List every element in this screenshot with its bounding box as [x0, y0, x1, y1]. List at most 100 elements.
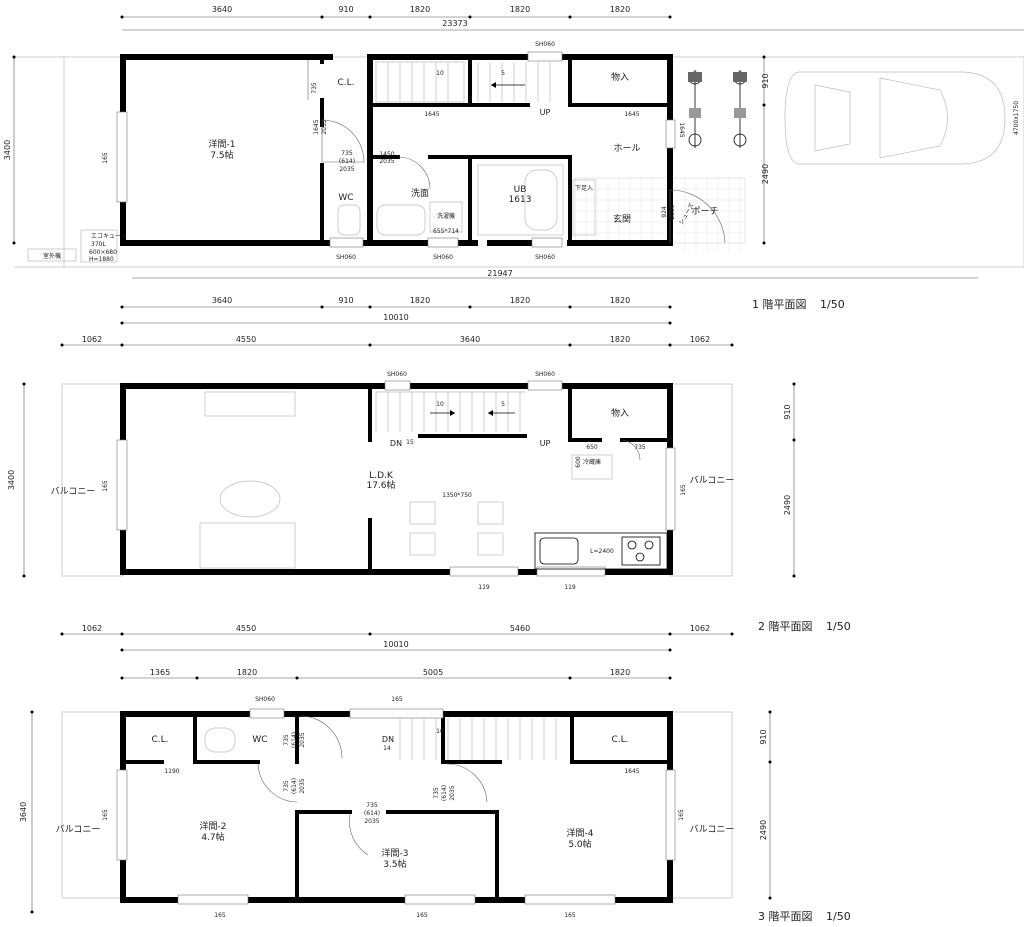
label-sh060-4: SH060 — [535, 254, 555, 261]
window-hall — [665, 119, 676, 149]
room-ldk: L.D.K — [369, 471, 394, 481]
label-2350: 2350 — [669, 204, 676, 219]
label-outdoor: 室外機 — [43, 252, 61, 260]
label-1645-monoire: 1645 — [624, 111, 639, 118]
car-size: 4700x1750 — [1013, 101, 1020, 135]
room-yoma4: 洋間-4 — [567, 827, 594, 839]
label2-sh060-2: SH060 — [535, 371, 555, 378]
bicycle-icon — [688, 70, 747, 148]
room-yoma3-size: 3.5帖 — [383, 858, 406, 870]
dim2-top-3: 3640 — [460, 335, 480, 344]
window2-b2 — [536, 566, 606, 577]
dim-left: 3400 — [3, 140, 12, 160]
outdoor-unit — [27, 248, 77, 262]
chair-2 — [409, 532, 436, 556]
floor-1: 3640 910 1820 1820 1820 23373 3400 — [3, 5, 1024, 325]
kitchen-counter — [534, 532, 668, 570]
dim-bottom-1: 3640 — [212, 296, 232, 305]
window-stair — [527, 51, 563, 62]
label-2035-v: 2035 — [321, 119, 328, 134]
room-yoma1-size: 7.5帖 — [210, 149, 233, 161]
label3-1190: 1190 — [164, 768, 179, 775]
tv-board — [204, 391, 296, 417]
dim3-top-2: 1820 — [237, 668, 257, 677]
stair-count-5: 5 — [501, 70, 505, 77]
floor3-title: 3 階平面図 — [758, 909, 813, 923]
label2-735: 735 — [634, 444, 646, 451]
floor3-scale: 1/50 — [826, 910, 851, 923]
window3-top — [349, 708, 444, 719]
door-genkan — [669, 189, 726, 244]
label-1645-h: 1645 — [678, 122, 685, 137]
label-2035-c: 2035 — [379, 158, 394, 165]
stairs-floor2: 10 5 15 — [375, 391, 525, 446]
balcony3-right — [669, 711, 733, 899]
ecocute-unit — [80, 229, 118, 263]
dim-bottom-3: 1820 — [410, 296, 430, 305]
room-yoma4-size: 5.0帖 — [568, 838, 591, 850]
label3-735-a: 735 — [283, 734, 290, 746]
label-1645-stair: 1645 — [424, 111, 439, 118]
label3-165-b1: 165 — [214, 912, 226, 919]
room3-cl-right: C.L. — [611, 735, 628, 745]
label-sh060-2: SH060 — [336, 254, 356, 261]
label3-614-d: (614) — [441, 785, 448, 801]
label3-165-r: 165 — [678, 809, 685, 821]
fridge-box — [571, 454, 613, 480]
room3-cl-left: C.L. — [151, 735, 168, 745]
room-genkan: 玄関 — [613, 213, 631, 225]
floor-3: 1365 1820 5005 1820 3640 10 14 — [19, 668, 851, 923]
label3-1645: 1645 — [624, 768, 639, 775]
dim2-right-2490: 2490 — [783, 495, 792, 515]
label-fridge: 冷蔵庫 — [583, 458, 601, 466]
dim-top-4: 1820 — [510, 5, 530, 14]
floor2-title: 2 階平面図 — [758, 619, 813, 633]
dim2-right-910: 910 — [783, 404, 792, 419]
window2-sh1 — [384, 380, 411, 391]
label3-sh060: SH060 — [255, 696, 275, 703]
room-balcony3-right: バルコニー — [690, 824, 735, 835]
room-balcony2-right: バルコニー — [690, 475, 735, 486]
dim-bottom-total: 10010 — [383, 313, 408, 322]
floor2-dimensions-bottom: 1062 4550 5460 1062 10010 — [60, 624, 734, 652]
dim-bottom-2: 910 — [338, 296, 353, 305]
label2-sh060-1: SH060 — [387, 371, 407, 378]
floor2-walls — [120, 383, 673, 575]
label-2035: 2035 — [339, 166, 354, 173]
window2-b1 — [449, 566, 519, 577]
floor-2: 1062 4550 3640 1820 1062 3400 10 — [7, 335, 851, 652]
dim-site: 21947 — [487, 269, 512, 278]
washer-icon — [429, 201, 463, 233]
room-balcony2-left: バルコニー — [51, 486, 96, 497]
label-1450: 1450 — [379, 151, 394, 158]
dim3-right-2490: 2490 — [759, 820, 768, 840]
window2-left — [116, 439, 128, 531]
label-735: 735 — [341, 150, 353, 157]
window2-right — [665, 447, 676, 531]
label2-119-b: 119 — [564, 584, 576, 591]
label-dn3: DN — [382, 735, 394, 744]
dim2-bottom-3: 5460 — [510, 624, 530, 633]
label3-165-b3: 165 — [564, 912, 576, 919]
label-ecocute-h: H=1880 — [89, 256, 114, 263]
window3-left — [116, 769, 128, 861]
label3-2035-b: 2035 — [299, 778, 306, 793]
window-yoma1 — [116, 111, 128, 203]
stair-count-10: 10 — [436, 70, 444, 77]
room-cl: C.L. — [337, 78, 354, 88]
balcony-left — [61, 383, 124, 577]
door-yoma1 — [321, 119, 365, 163]
room-ldk-size: 17.6帖 — [366, 479, 395, 491]
dim2-top-2: 4550 — [236, 335, 256, 344]
label3-614-a: (614) — [291, 732, 298, 748]
label3-735-c: 735 — [366, 802, 378, 809]
label3-735-b: 735 — [283, 780, 290, 792]
stair2-count-5: 5 — [501, 401, 505, 408]
label-165: 165 — [102, 152, 109, 164]
dim-right-2490: 2490 — [761, 164, 770, 184]
bathtub-icon — [524, 169, 558, 231]
room3-wc: WC — [252, 735, 267, 745]
stair3-count-14: 14 — [383, 745, 391, 752]
room-ub: UB — [514, 185, 527, 195]
